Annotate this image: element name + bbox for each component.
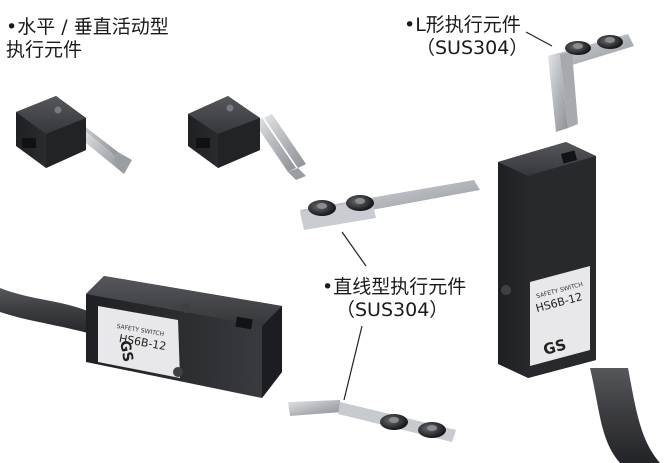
straight-actuator-bottom: [288, 400, 456, 442]
leader-line-bottom: [343, 325, 363, 401]
caption-l-line2: （SUS304）: [416, 37, 529, 59]
horizontal-brand-text: GS: [116, 339, 136, 363]
caption-hv-actuator: •水平 / 垂直活动型 执行元件: [6, 16, 169, 62]
caption-l-line1: •L形执行元件: [404, 14, 521, 36]
vertical-brand-text: GS: [541, 335, 568, 358]
caption-straight-actuator: •直线型执行元件 （SUS304）: [322, 276, 466, 322]
straight-actuator-top: [300, 180, 480, 230]
caption-hv-line1: •水平 / 垂直活动型: [6, 16, 169, 38]
caption-hv-line2: 执行元件: [6, 39, 83, 61]
switch-vertical: SAFETY SWITCH HS6B-12 GS: [498, 142, 660, 463]
leader-line-l: [525, 31, 553, 47]
leader-line-top: [341, 231, 367, 267]
l-actuator: [548, 34, 634, 132]
caption-l-actuator: •L形执行元件 （SUS304）: [404, 14, 528, 60]
hv-actuator-2: [188, 96, 306, 180]
caption-straight-line2: （SUS304）: [336, 299, 449, 321]
switch-horizontal: SAFETY SWITCH HS6B-12 GS: [0, 276, 282, 398]
caption-straight-line1: •直线型执行元件: [322, 276, 467, 298]
hv-actuator-1: [16, 96, 132, 174]
